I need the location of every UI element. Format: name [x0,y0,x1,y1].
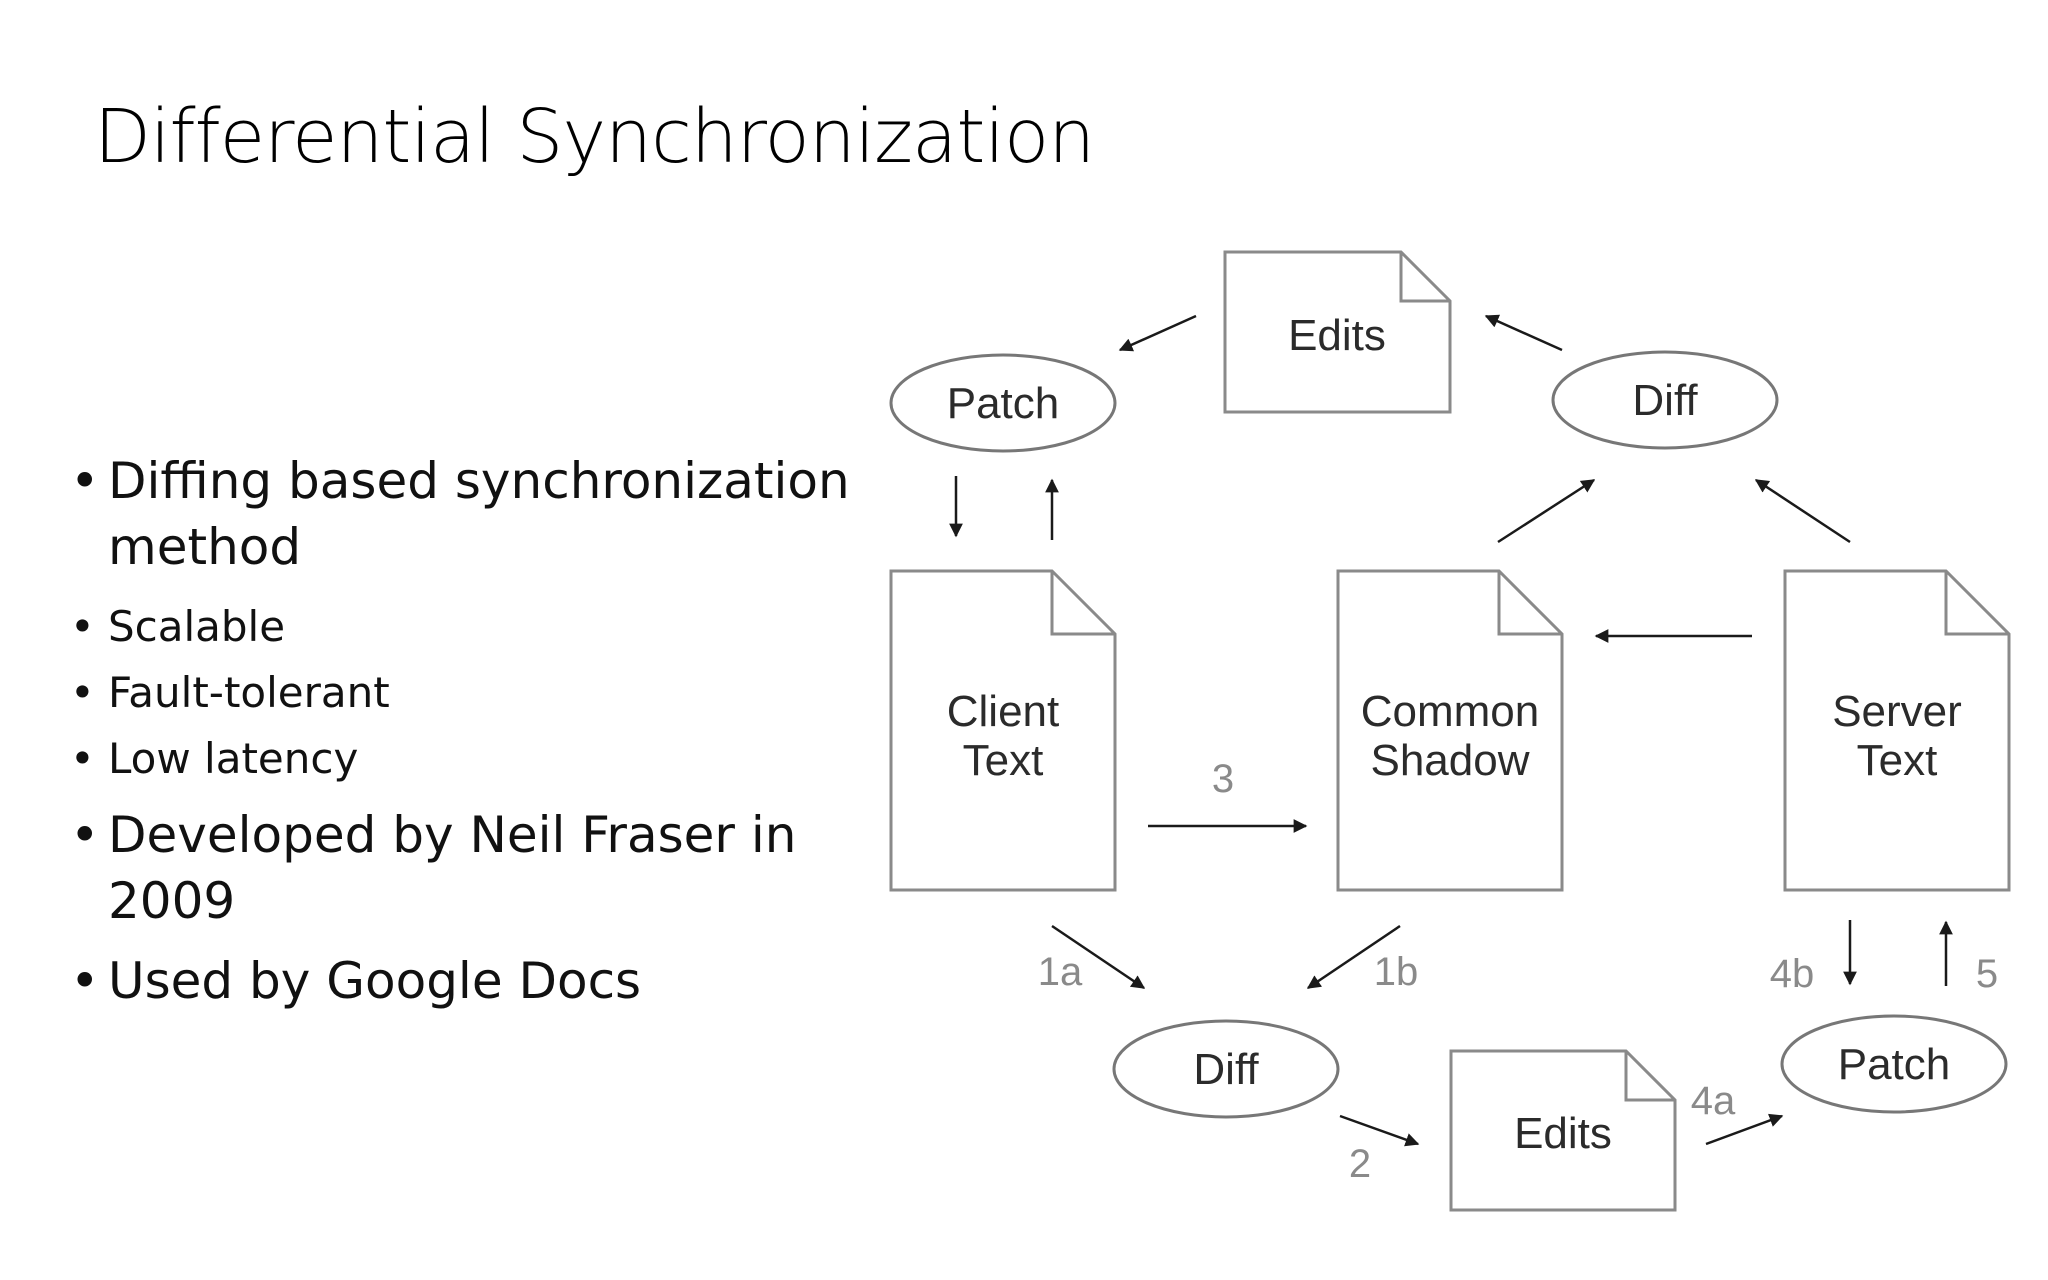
patch-process-bottom: Patch [1780,1014,2008,1114]
sub-bullet-item: Scalable [70,594,870,660]
patch-label: Patch [947,379,1060,428]
arrow-edits-to-patch [1705,1113,1784,1146]
bullet-text: Used by Google Docs [108,952,642,1010]
slide-title: Differential Synchronization [94,94,1095,180]
diff-label: Diff [1632,376,1698,425]
sub-bullet-list: Scalable Fault-tolerant Low latency [70,594,870,792]
client-text-document: Client Text [889,569,1117,892]
arrow-diff-to-edits [1339,1114,1420,1147]
sub-bullet-item: Low latency [70,726,870,792]
bullet-item: Diffing based synchronization method [70,448,870,580]
diff-process-bottom: Diff [1112,1019,1340,1119]
common-shadow-label: Common [1361,687,1540,736]
bullet-list: Diffing based synchronization method Sca… [70,448,870,1028]
sub-bullet-item: Fault-tolerant [70,660,870,726]
patch-process-top: Patch [889,353,1117,453]
server-text-document: Server Text [1783,569,2011,892]
common-shadow-document: Common Shadow [1336,569,1564,892]
step-label: 2 [1349,1142,1371,1186]
edits-document-top: Edits [1223,250,1452,414]
client-text-label: Text [963,736,1044,785]
step-label: 1b [1374,950,1419,994]
arrow-server-to-diff [1754,478,1851,544]
bullet-text: Developed by Neil Fraser in 2009 [108,806,797,930]
arrow-shadow-to-diff [1497,478,1596,544]
bullet-text: Diffing based synchronization method [108,452,850,576]
server-text-label: Text [1857,736,1938,785]
arrow-shadow-to-diff [1306,924,1401,990]
client-text-label: Client [947,687,1060,736]
step-label: 1a [1038,950,1083,994]
step-label: 4b [1770,952,1815,996]
arrow-diff-to-edits [1484,314,1563,352]
bullet-item: Developed by Neil Fraser in 2009 [70,802,870,934]
edits-label: Edits [1514,1109,1612,1158]
server-text-label: Server [1832,687,1962,736]
diff-process-top: Diff [1551,350,1779,450]
step-label: 3 [1212,757,1234,801]
arrow-edits-to-patch [1118,314,1197,352]
patch-label: Patch [1838,1040,1951,1089]
arrow-client-to-diff [1051,924,1146,990]
edits-document-bottom: Edits [1449,1049,1677,1212]
edits-label: Edits [1288,311,1386,360]
step-label: 5 [1976,952,1998,996]
common-shadow-label: Shadow [1370,736,1529,785]
diff-label: Diff [1193,1045,1259,1094]
step-label: 4a [1691,1079,1736,1123]
bullet-item: Used by Google Docs [70,948,870,1014]
